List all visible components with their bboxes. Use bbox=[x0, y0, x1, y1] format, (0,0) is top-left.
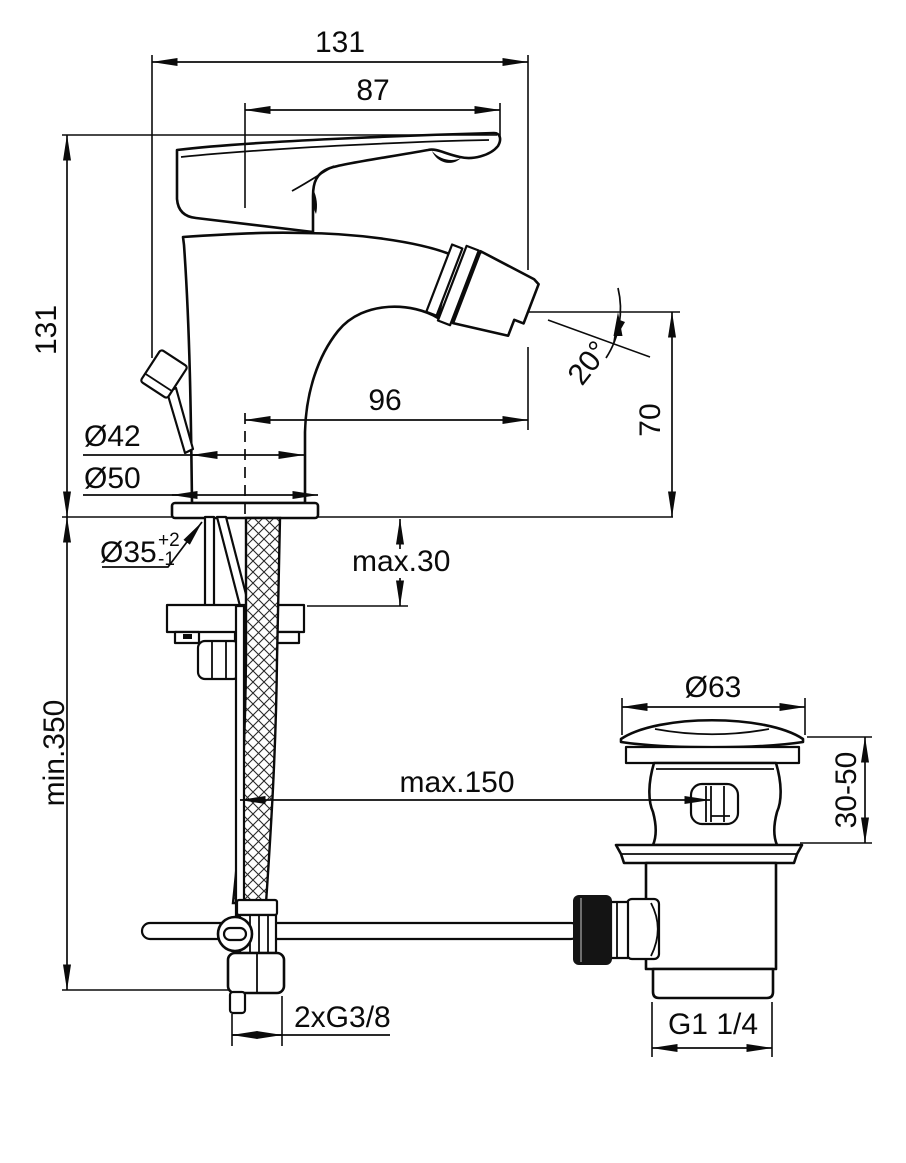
spout-aerator bbox=[425, 243, 540, 338]
dim-base-dia: Ø50 bbox=[84, 462, 141, 495]
rod-eyelet-clamp bbox=[222, 926, 248, 942]
dim-deck-thickness: max.30 bbox=[352, 545, 450, 578]
dim-spout-angle: 20° bbox=[562, 335, 616, 391]
hose-nipple bbox=[228, 990, 247, 1015]
dim-lever-reach: 87 bbox=[356, 74, 389, 107]
lever-underside-shadow bbox=[432, 151, 461, 163]
dimension-lines bbox=[63, 58, 869, 1052]
dim-spout-reach: 96 bbox=[368, 384, 401, 417]
dim-body-height: 131 bbox=[30, 305, 63, 355]
leader-hole-dia bbox=[102, 521, 203, 568]
pop-up-waste-assembly bbox=[573, 719, 805, 1000]
waste-window bbox=[689, 782, 740, 826]
pull-rod bbox=[140, 921, 581, 941]
dim-rod-length: max.150 bbox=[399, 766, 514, 799]
aerator-notch-line bbox=[507, 319, 516, 337]
bracket-notch bbox=[183, 634, 192, 639]
pop-up-wire bbox=[234, 604, 246, 918]
side-port-ring bbox=[609, 900, 630, 960]
pop-up-knob-line bbox=[144, 372, 173, 392]
aerator-ring-1 bbox=[425, 243, 464, 317]
dim-body-dia: Ø42 bbox=[84, 420, 141, 453]
faucet-body-spout bbox=[181, 231, 454, 505]
dim-hole-tol-minus: -1 bbox=[158, 549, 175, 570]
dim-hole-dia: Ø35 bbox=[100, 536, 157, 569]
waste-tailpipe bbox=[651, 967, 775, 1000]
cable-knurled-knob bbox=[573, 895, 612, 965]
side-port-contour bbox=[650, 902, 659, 957]
mounting-stud bbox=[203, 515, 216, 609]
faucet-assembly bbox=[140, 131, 540, 520]
dim-hose-length: min.350 bbox=[38, 700, 71, 807]
aerator-ring-2 bbox=[436, 244, 480, 327]
dim-waste-deck-range: 30-50 bbox=[830, 752, 863, 829]
waste-cap-contour bbox=[654, 728, 770, 736]
handle-front-shadow bbox=[312, 189, 317, 214]
under-deck-assembly bbox=[140, 515, 581, 1015]
handle-flow-contour bbox=[291, 165, 335, 192]
dim-waste-cap-dia: Ø63 bbox=[685, 671, 742, 704]
dim-outlet-height: 70 bbox=[634, 403, 667, 436]
deck-lines bbox=[62, 516, 673, 991]
hose-nut bbox=[226, 951, 286, 995]
waste-upper-flange bbox=[624, 745, 801, 765]
spout-angle-ray bbox=[547, 319, 651, 358]
dim-total-depth: 131 bbox=[315, 26, 365, 59]
dim-inlet-thread: 2xG3/8 bbox=[294, 1001, 391, 1034]
aerator-cap bbox=[451, 249, 540, 338]
pop-up-knob bbox=[140, 349, 188, 399]
dim-waste-thread: G1 1/4 bbox=[668, 1008, 758, 1041]
lever-handle bbox=[175, 131, 502, 234]
waste-lower-body bbox=[644, 861, 778, 971]
pop-up-linkage-rod bbox=[215, 515, 251, 608]
mounting-nut bbox=[196, 639, 242, 681]
pop-up-rod bbox=[140, 349, 195, 455]
angle-arrow-bottom bbox=[613, 319, 625, 343]
hose-collar bbox=[235, 898, 279, 917]
dimension-labels: 131 87 131 96 20° 70 Ø42 Ø50 Ø35 +2 -1 m… bbox=[30, 26, 863, 1041]
handle-top-contour bbox=[180, 139, 490, 158]
dim-hole-tol-plus: +2 bbox=[158, 530, 180, 551]
